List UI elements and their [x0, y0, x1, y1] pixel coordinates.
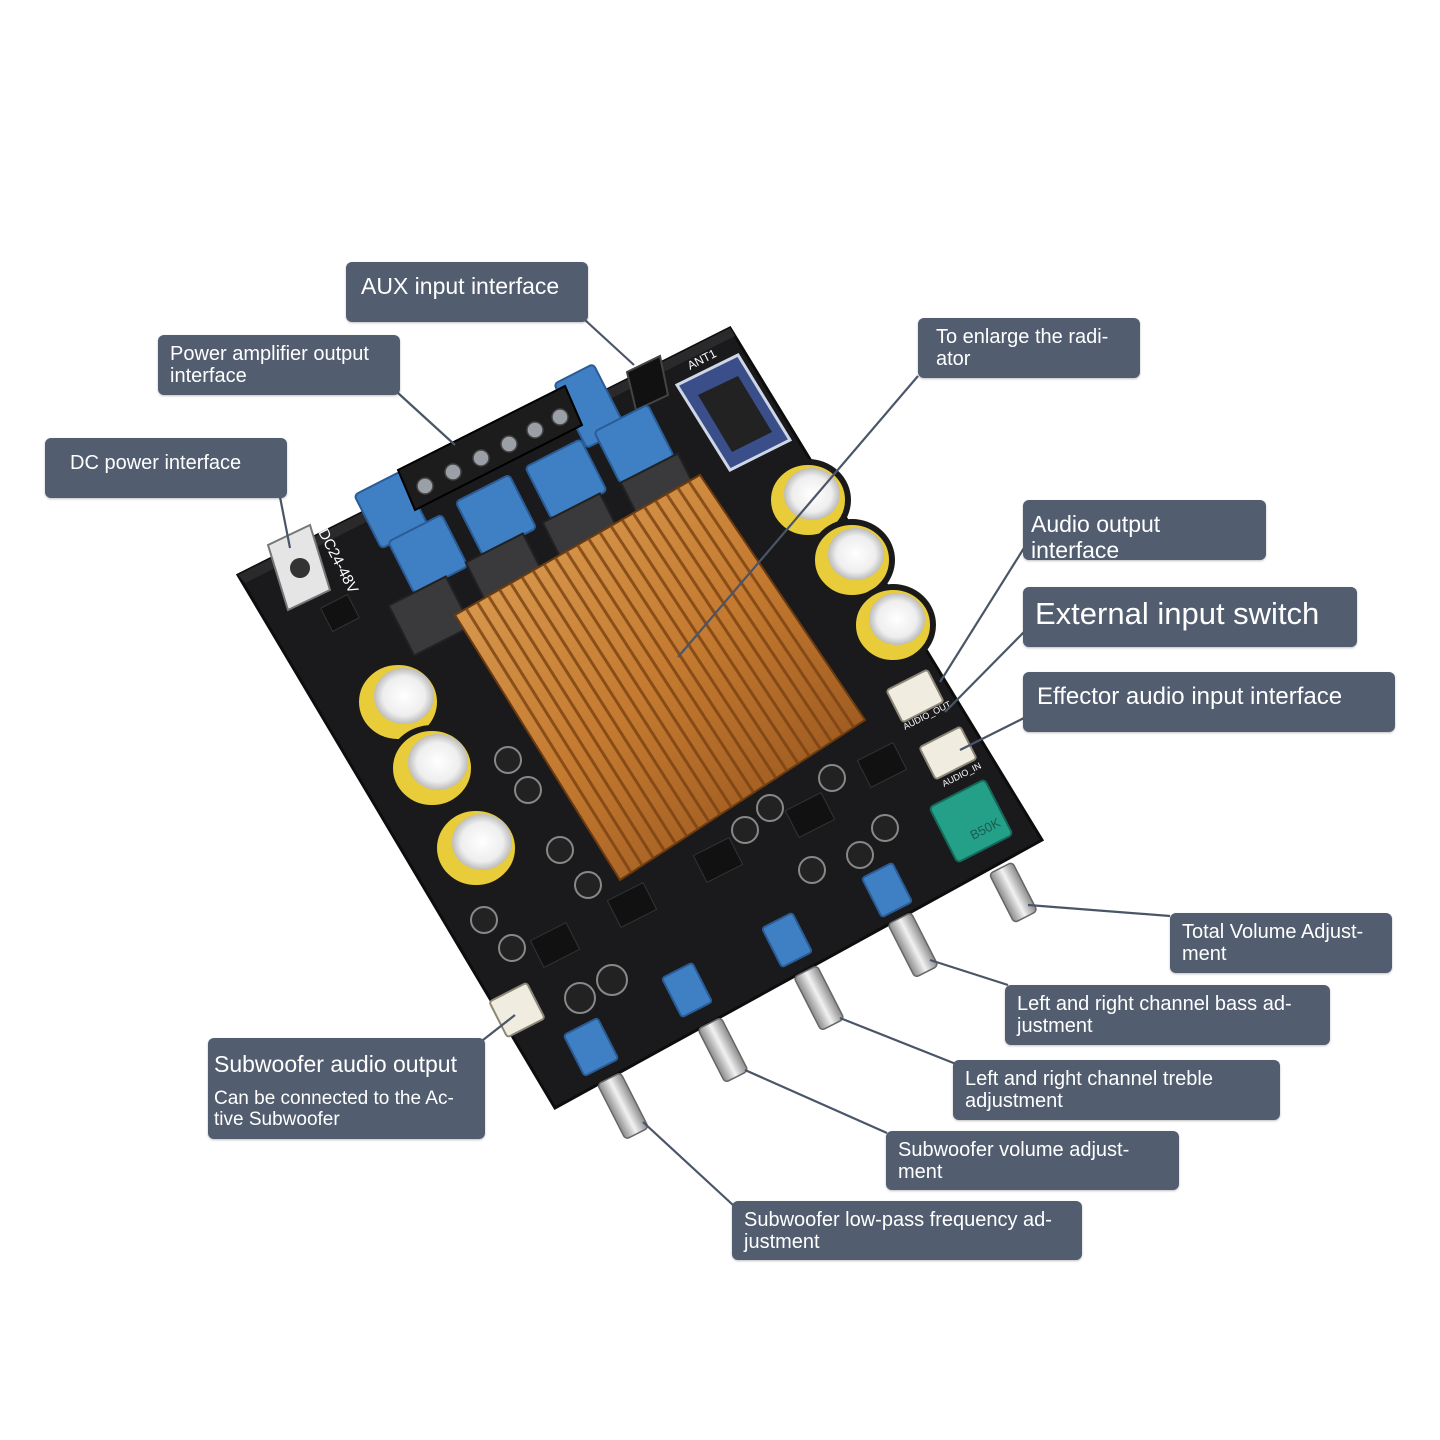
audio-output-callout: Audio output interface — [1023, 500, 1266, 563]
heatsink-fin — [531, 569, 700, 830]
total-volume-callout: Total Volume Adjust-ment — [1170, 913, 1392, 973]
aux-input-callout: AUX input interface — [346, 262, 588, 322]
heatsink-fin — [620, 518, 789, 772]
heatsink — [453, 473, 867, 882]
heatsink-fin — [476, 601, 644, 867]
dc-power-callout: DC power interface — [45, 438, 287, 498]
subwoofer-volume-callout: Subwoofer volume adjust-ment — [886, 1131, 1179, 1190]
heatsink-fin — [643, 505, 811, 758]
main-volume-pot: B50K — [929, 779, 1013, 863]
subwoofer-frequency-callout: Subwoofer low-pass frequency ad-justment — [732, 1201, 1082, 1260]
external-input-switch-callout: External input switch — [1023, 587, 1357, 647]
heatsink-fin — [654, 499, 822, 750]
small-components — [320, 593, 908, 1014]
heatsink-fin — [576, 544, 744, 801]
heatsink-fin — [676, 486, 844, 736]
heatsink-fin — [598, 531, 767, 787]
knob-shafts — [597, 862, 1037, 1139]
heatsink-fin — [553, 556, 722, 816]
treble-adjustment-callout: Left and right channel treble adjustment — [953, 1060, 1280, 1120]
jst-connectors — [489, 669, 977, 1038]
capacitors-large — [353, 459, 936, 891]
heatsink-fin — [520, 576, 689, 838]
aux-jack — [625, 354, 670, 412]
heatsink-fin — [631, 512, 800, 765]
subwoofer-output-title: Subwoofer audio output — [214, 1051, 457, 1077]
radiator-callout: To enlarge the radi-ator — [918, 318, 1140, 378]
subwoofer-output-note: Can be connected to the Ac-tive Subwoofe… — [214, 1087, 454, 1131]
heatsink-fin — [464, 607, 633, 874]
power-amp-output-callout: Power amplifier output interface — [158, 335, 400, 395]
heatsink-fin — [509, 582, 677, 845]
heatsink-fin — [498, 588, 666, 852]
heatsink-fin — [542, 563, 711, 823]
bluetooth-module: ANT1 — [674, 346, 793, 472]
heatsink-fin — [687, 480, 856, 729]
heatsink-fin — [665, 493, 833, 743]
heatsink-fin — [487, 595, 655, 859]
heatsink-fin — [587, 537, 755, 794]
leader-lines — [278, 319, 1171, 1206]
subwoofer-output-callout: Subwoofer audio output Can be connected … — [208, 1038, 485, 1139]
effector-input-callout: Effector audio input interface — [1023, 672, 1395, 732]
speaker-terminal-block — [396, 384, 584, 512]
bass-adjustment-callout: Left and right channel bass ad-justment — [1005, 985, 1330, 1045]
heatsink-fin — [565, 550, 733, 809]
heatsink-fin — [609, 525, 778, 780]
